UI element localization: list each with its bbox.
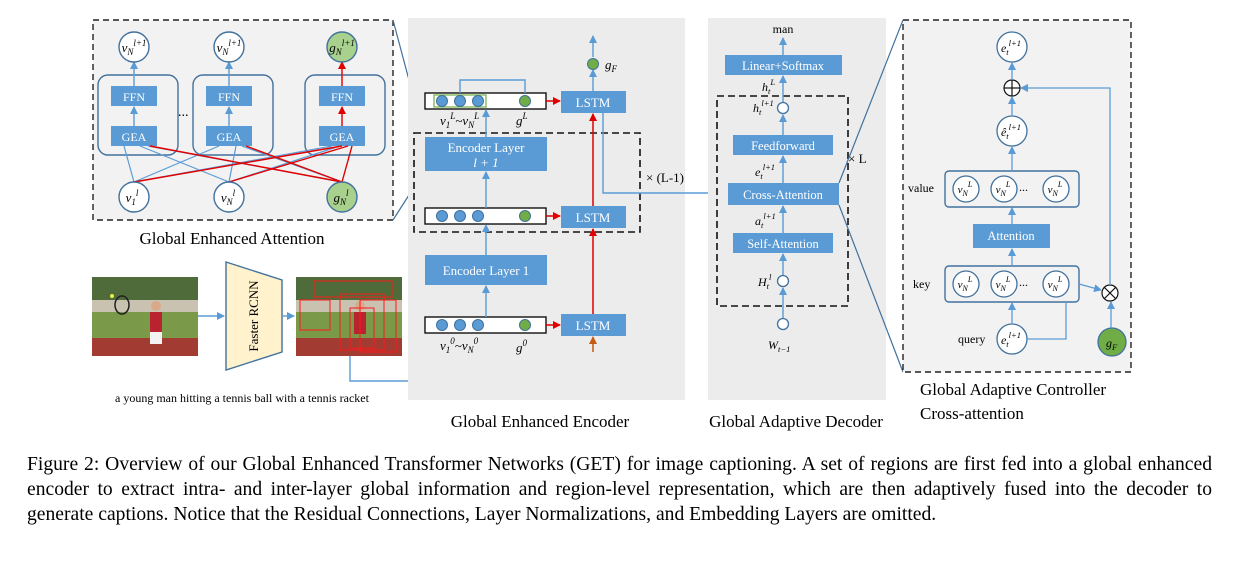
image-caption: a young man hitting a tennis ball with a… xyxy=(115,391,370,405)
W-label: Wt−1 xyxy=(768,338,790,354)
global-adaptive-decoder: × L man Linear+Softmax Feedforward Cross… xyxy=(708,18,886,400)
value-node-label: vNL xyxy=(1048,180,1063,198)
global-enhanced-encoder: × (L-1) Encoder Layer l + 1 Encoder Laye… xyxy=(408,18,723,400)
global-adaptive-controller: value key vNL vNL vNL vNL vNL vNL ... ..… xyxy=(902,19,1132,423)
global-enhanced-attention-panel: FFN GEA FFN GEA FFN GEA ... vNl+1 vNl+1 … xyxy=(92,19,394,248)
self-attention-label: Self-Attention xyxy=(747,237,819,251)
region-row-middle xyxy=(424,207,547,225)
top-regions-label: v1L~vNL xyxy=(440,111,479,130)
decoder-title: Global Adaptive Decoder xyxy=(709,412,883,431)
ffn-label: FFN xyxy=(331,90,353,104)
h-l1-label: htl+1 xyxy=(753,98,774,117)
output-word: man xyxy=(773,22,794,36)
controller-title-line1: Global Adaptive Controller xyxy=(920,380,1106,399)
encoder-layer-top-line1: Encoder Layer xyxy=(448,140,526,155)
query-label: query xyxy=(958,332,985,346)
lstm-label: LSTM xyxy=(576,95,611,110)
bottom-global-label: g0 xyxy=(516,338,528,355)
encoder-title: Global Enhanced Encoder xyxy=(451,412,630,431)
gea-label: GEA xyxy=(330,130,355,144)
H-l-label: Htl xyxy=(757,272,772,291)
region-row-bottom xyxy=(424,316,547,334)
key-node-label: vNL xyxy=(1048,275,1063,293)
architecture-figure: FFN GEA FFN GEA FFN GEA ... vNl+1 vNl+1 … xyxy=(92,18,1132,431)
bottom-regions-label: v10~vN0 xyxy=(440,336,479,355)
input-node-label: v1l xyxy=(126,188,139,207)
controller-attention-label: Attention xyxy=(987,229,1035,243)
a-l1-label: atl+1 xyxy=(755,211,776,230)
key-node-label: vNL xyxy=(996,275,1011,293)
key-label: key xyxy=(913,277,930,291)
ffn-label: FFN xyxy=(218,90,240,104)
lstm-label: LSTM xyxy=(576,210,611,225)
top-global-label: gL xyxy=(516,111,528,128)
encoder-repeat-label: × (L-1) xyxy=(646,170,684,185)
e-query-label: etl+1 xyxy=(1001,330,1021,349)
decoder-repeat-label: × L xyxy=(848,151,867,166)
ffn-label: FFN xyxy=(123,90,145,104)
encoder-layer-top-line2: l + 1 xyxy=(473,155,498,170)
input-image xyxy=(92,277,198,356)
output-node-label: vNl+1 xyxy=(217,38,242,57)
value-node-label: vNL xyxy=(958,180,973,198)
key-node-label: vNL xyxy=(958,275,973,293)
lstm-label: LSTM xyxy=(576,318,611,333)
gea-label: GEA xyxy=(122,130,147,144)
detected-regions-image xyxy=(296,277,402,356)
controller-gf-label: gF xyxy=(1106,336,1118,352)
controller-title-line2: Cross-attention xyxy=(920,404,1024,423)
region-row-top xyxy=(424,92,547,110)
cross-attention-label: Cross-Attention xyxy=(743,188,824,202)
e-mid-label: êtl+1 xyxy=(1001,122,1021,141)
figure-caption: Figure 2: Overview of our Global Enhance… xyxy=(27,454,1212,525)
global-feature-label: gF xyxy=(605,57,618,74)
zoom-connector xyxy=(838,19,904,373)
ellipsis: ... xyxy=(1019,275,1028,289)
output-node-label: vNl+1 xyxy=(122,38,147,57)
linear-softmax-label: Linear+Softmax xyxy=(742,59,825,73)
attention-panel-title: Global Enhanced Attention xyxy=(139,229,325,248)
ellipsis: ... xyxy=(1019,180,1028,194)
gea-label: GEA xyxy=(217,130,242,144)
value-label: value xyxy=(908,181,934,195)
faster-rcnn-label: Faster RCNN xyxy=(246,280,261,352)
feedforward-label: Feedforward xyxy=(751,139,816,153)
global-output-node-label: gNl+1 xyxy=(329,38,355,57)
h-L-label: htL xyxy=(762,77,775,96)
ellipsis: ... xyxy=(178,105,189,120)
image-pipeline: Faster RCNN a young man hitting a tennis… xyxy=(92,261,490,405)
e-l1-label: etl+1 xyxy=(755,162,775,181)
faster-rcnn-block xyxy=(225,261,283,371)
global-input-node-label: gNl xyxy=(333,188,349,207)
value-node-label: vNL xyxy=(996,180,1011,198)
e-out-label: etl+1 xyxy=(1001,38,1021,57)
input-node-label: vNl xyxy=(221,188,236,207)
encoder-layer-1-label: Encoder Layer 1 xyxy=(443,263,530,278)
